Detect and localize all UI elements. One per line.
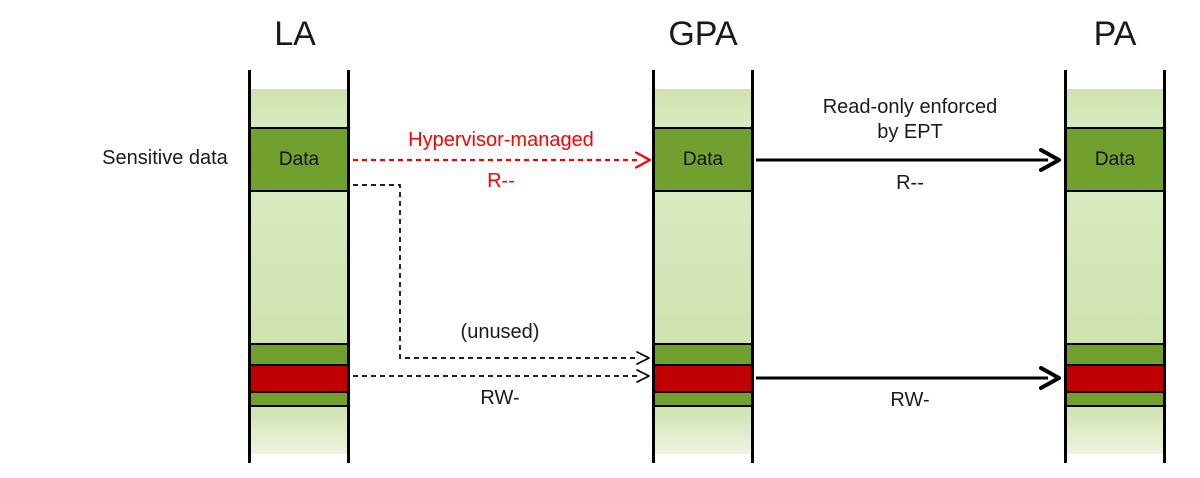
pa-segment-used-upper — [1067, 343, 1163, 364]
pa-segment-free-mid — [1067, 192, 1163, 343]
pa-rail-gap — [1067, 70, 1163, 89]
arrow-gpa-pa-rw — [756, 366, 1061, 390]
column-title-gpa: GPA — [668, 15, 738, 53]
pa-segment-free-bottom — [1067, 407, 1163, 454]
gpa-segment-data: Data — [655, 127, 751, 192]
la-segment-free-bottom — [251, 407, 347, 454]
ept-permission-label: R-- — [896, 172, 924, 194]
la-segment-free-top — [251, 89, 347, 127]
pa-segment-writable — [1067, 364, 1163, 393]
la-segment-used-lower — [251, 393, 347, 407]
hypervisor-managed-label: Hypervisor-managed — [408, 129, 594, 151]
gpa-segment-free-bottom — [655, 407, 751, 454]
column-title-pa: PA — [1093, 15, 1137, 53]
gpa-segment-used-lower — [655, 393, 751, 407]
la-segment-writable — [251, 364, 347, 393]
hypervisor-permission-label: R-- — [487, 170, 515, 192]
sensitive-data-label: Sensitive data — [102, 147, 228, 169]
ept-enforced-label-line2: by EPT — [877, 121, 943, 143]
arrow-la-gpa-rw — [353, 369, 650, 383]
arrow-la-gpa-data — [353, 151, 652, 169]
pa-segment-used-lower — [1067, 393, 1163, 407]
gpa-segment-free-mid — [655, 192, 751, 343]
gpa-segment-free-top — [655, 89, 751, 127]
la-segment-data: Data — [251, 127, 347, 192]
pa-segment-data: Data — [1067, 127, 1163, 192]
la-segment-free-mid — [251, 192, 347, 343]
gpa-segment-used-upper — [655, 343, 751, 364]
gpa-segment-writable — [655, 364, 751, 393]
memory-column-pa: Data — [1064, 70, 1166, 463]
ept-enforced-label-line1: Read-only enforced — [822, 96, 998, 118]
column-title-la: LA — [274, 15, 316, 53]
memory-column-la: Data — [248, 70, 350, 463]
arrow-gpa-pa-data — [756, 148, 1061, 172]
rw-permission-right-label: RW- — [890, 389, 930, 411]
rw-permission-left-label: RW- — [480, 387, 520, 409]
memory-column-gpa: Data — [652, 70, 754, 463]
gpa-rail-gap — [655, 70, 751, 89]
pa-segment-free-top — [1067, 89, 1163, 127]
la-rail-gap — [251, 70, 347, 89]
la-segment-used-upper — [251, 343, 347, 364]
unused-label: (unused) — [460, 321, 540, 343]
